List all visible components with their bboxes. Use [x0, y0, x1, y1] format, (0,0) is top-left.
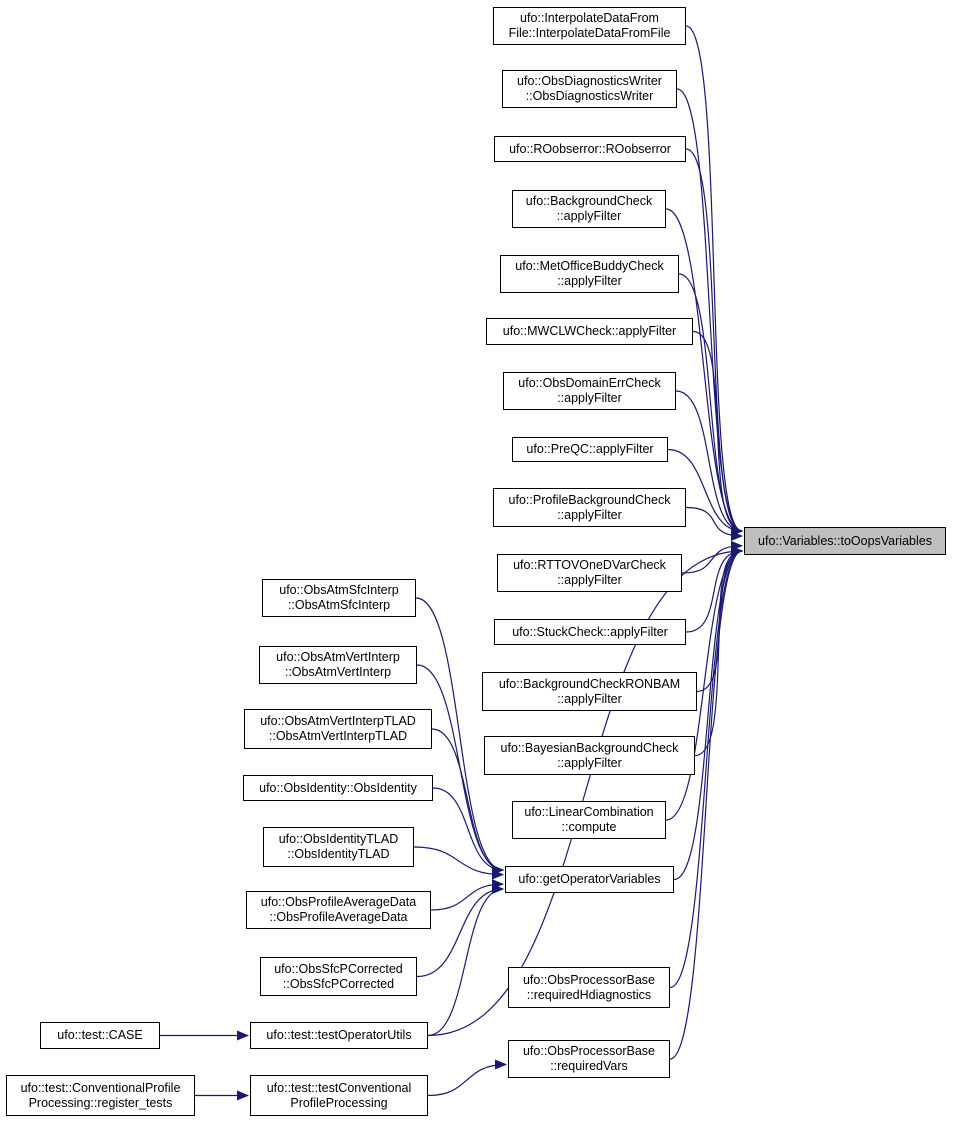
node-stuck-check[interactable]: ufo::StuckCheck::applyFilter [494, 619, 686, 645]
node-test-case[interactable]: ufo::test::CASE [40, 1022, 160, 1049]
node-linear-combination[interactable]: ufo::LinearCombination ::compute [512, 801, 666, 839]
node-label: ufo::InterpolateDataFrom File::Interpola… [508, 11, 671, 40]
node-to-oops-variables[interactable]: ufo::Variables::toOopsVariables [744, 527, 946, 555]
node-roobserror[interactable]: ufo::ROobserror::ROobserror [494, 136, 686, 162]
node-label: ufo::BackgroundCheckRONBAM ::applyFilter [498, 676, 681, 706]
node-label: ufo::ObsSfcPCorrected ::ObsSfcPCorrected [274, 961, 403, 991]
node-obs-atm-vert-interp-tlad[interactable]: ufo::ObsAtmVertInterpTLAD ::ObsAtmVertIn… [244, 709, 432, 749]
edge-met_office_buddy_check-to-to_oops_variables [678, 273, 743, 536]
edge-profile_background_check-to-to_oops_variables [685, 506, 743, 541]
node-label: ufo::ObsDiagnosticsWriter ::ObsDiagnosti… [517, 74, 662, 103]
edge-test_operator_utils-to-get_operator_variables [427, 884, 504, 1037]
node-label: ufo::ObsProcessorBase ::requiredHdiagnos… [522, 972, 655, 1002]
node-obs-atm-sfc-interp[interactable]: ufo::ObsAtmSfcInterp ::ObsAtmSfcInterp [262, 579, 416, 617]
node-label: ufo::ObsAtmVertInterp ::ObsAtmVertInterp [276, 650, 400, 679]
node-label: ufo::LinearCombination ::compute [524, 805, 654, 834]
node-profile-background-check[interactable]: ufo::ProfileBackgroundCheck ::applyFilte… [493, 488, 686, 527]
node-test-operator-utils[interactable]: ufo::test::testOperatorUtils [250, 1022, 428, 1049]
node-label: ufo::getOperatorVariables [518, 872, 661, 886]
node-label: ufo::test::testConventional ProfileProce… [266, 1080, 412, 1110]
node-label: ufo::ROobserror::ROobserror [509, 141, 671, 156]
node-pre-qc[interactable]: ufo::PreQC::applyFilter [512, 437, 668, 462]
edge-get_operator_variables-to-to_oops_variables [673, 546, 743, 881]
node-label: ufo::test::CASE [57, 1028, 143, 1042]
node-label: ufo::ObsIdentityTLAD ::ObsIdentityTLAD [278, 832, 399, 861]
node-label: ufo::MetOfficeBuddyCheck ::applyFilter [515, 259, 664, 288]
node-label: ufo::ObsAtmSfcInterp ::ObsAtmSfcInterp [279, 583, 399, 612]
edge-required_vars-to-to_oops_variables [669, 546, 743, 1060]
edge-interpolate_data_from_file-to-to_oops_variables [685, 25, 743, 536]
node-rttov-one-dvar-check[interactable]: ufo::RTTOVOneDVarCheck ::applyFilter [497, 554, 682, 592]
node-interpolate-data-from-file[interactable]: ufo::InterpolateDataFrom File::Interpola… [493, 7, 686, 45]
edge-obs_domain_err_check-to-to_oops_variables [675, 390, 743, 536]
edge-obs_atm_sfc_interp-to-get_operator_variables [415, 597, 504, 875]
node-mwclw-check[interactable]: ufo::MWCLWCheck::applyFilter [486, 318, 693, 345]
node-register-tests[interactable]: ufo::test::ConventionalProfile Processin… [6, 1075, 195, 1116]
node-background-check-ronbam[interactable]: ufo::BackgroundCheckRONBAM ::applyFilter [482, 672, 697, 711]
edge-bayesian_background_check-to-to_oops_variables [694, 546, 743, 757]
node-met-office-buddy-check[interactable]: ufo::MetOfficeBuddyCheck ::applyFilter [500, 255, 679, 293]
edge-obs_identity-to-get_operator_variables [432, 787, 504, 875]
node-label: ufo::test::testOperatorUtils [266, 1028, 412, 1042]
node-required-vars[interactable]: ufo::ObsProcessorBase ::requiredVars [508, 1040, 670, 1078]
node-obs-sfc-p-corrected[interactable]: ufo::ObsSfcPCorrected ::ObsSfcPCorrected [260, 957, 417, 996]
node-label: ufo::RTTOVOneDVarCheck ::applyFilter [513, 558, 666, 587]
edge-linear_combination-to-to_oops_variables [665, 546, 743, 821]
node-obs-diagnostics-writer[interactable]: ufo::ObsDiagnosticsWriter ::ObsDiagnosti… [502, 70, 677, 108]
node-test-conventional-profile-processing[interactable]: ufo::test::testConventional ProfileProce… [250, 1075, 428, 1116]
node-label: ufo::ObsDomainErrCheck ::applyFilter [518, 376, 661, 405]
edge-mwclw_check-to-to_oops_variables [692, 330, 743, 536]
node-label: ufo::PreQC::applyFilter [526, 442, 654, 456]
edge-pre_qc-to-to_oops_variables [667, 448, 743, 536]
node-obs-domain-err-check[interactable]: ufo::ObsDomainErrCheck ::applyFilter [503, 372, 676, 410]
node-label: ufo::ObsAtmVertInterpTLAD ::ObsAtmVertIn… [260, 714, 416, 743]
node-obs-profile-average-data[interactable]: ufo::ObsProfileAverageData ::ObsProfileA… [246, 891, 431, 929]
node-label: ufo::StuckCheck::applyFilter [512, 624, 668, 639]
node-get-operator-variables[interactable]: ufo::getOperatorVariables [505, 866, 674, 893]
node-obs-identity-tlad[interactable]: ufo::ObsIdentityTLAD ::ObsIdentityTLAD [263, 827, 414, 867]
node-bayesian-background-check[interactable]: ufo::BayesianBackgroundCheck ::applyFilt… [484, 736, 695, 775]
node-label: ufo::MWCLWCheck::applyFilter [502, 324, 677, 338]
edge-test_conventional_profile_processing-to-required_vars [427, 1059, 507, 1097]
node-label: ufo::ProfileBackgroundCheck ::applyFilte… [508, 492, 671, 522]
node-label: ufo::Variables::toOopsVariables [758, 533, 932, 548]
edge-stuck_check-to-to_oops_variables [685, 546, 743, 633]
edge-obs_atm_vert_interp_tlad-to-get_operator_variables [431, 728, 504, 875]
node-obs-atm-vert-interp[interactable]: ufo::ObsAtmVertInterp ::ObsAtmVertInterp [259, 646, 417, 684]
node-label: ufo::BackgroundCheck ::applyFilter [525, 194, 653, 223]
edge-obs_sfc_p_corrected-to-get_operator_variables [416, 884, 504, 978]
node-label: ufo::BayesianBackgroundCheck ::applyFilt… [500, 740, 679, 770]
edge-required_hdiagnostics-to-to_oops_variables [669, 546, 743, 989]
edge-obs_identity_tlad-to-get_operator_variables [413, 846, 504, 880]
node-obs-identity[interactable]: ufo::ObsIdentity::ObsIdentity [243, 775, 433, 801]
node-label: ufo::ObsIdentity::ObsIdentity [259, 780, 417, 795]
node-required-hdiagnostics[interactable]: ufo::ObsProcessorBase ::requiredHdiagnos… [508, 967, 670, 1008]
edge-roobserror-to-to_oops_variables [685, 148, 743, 536]
node-label: ufo::test::ConventionalProfile Processin… [20, 1080, 181, 1110]
node-background-check[interactable]: ufo::BackgroundCheck ::applyFilter [512, 190, 666, 228]
edge-obs_profile_average_data-to-get_operator_variables [430, 879, 504, 911]
node-label: ufo::ObsProfileAverageData ::ObsProfileA… [260, 895, 417, 924]
node-label: ufo::ObsProcessorBase ::requiredVars [522, 1044, 655, 1073]
